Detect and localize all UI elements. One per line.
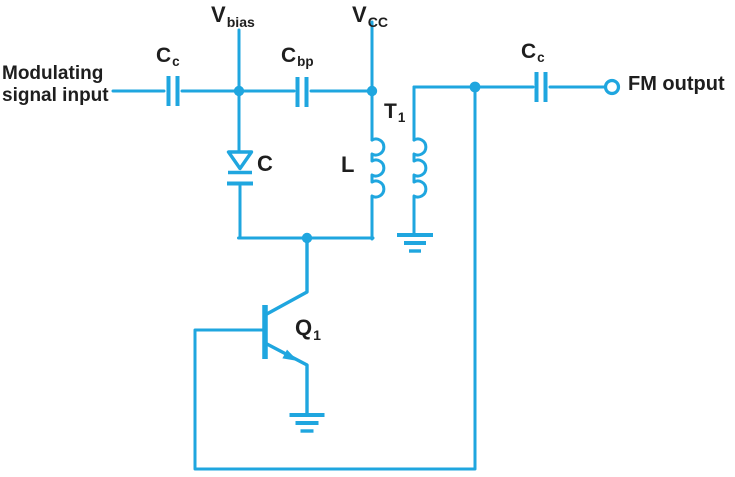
transistor-label: Q1 [295,315,321,343]
varactor-diode [226,150,254,240]
vcc-label: VCC [352,2,389,30]
transistor-q1 [262,236,309,415]
cc-input-label: Cc [156,44,180,70]
cc-output-label: Cc [521,40,545,66]
junction-vcc [366,85,378,97]
coupling-capacitor-input [166,76,180,106]
junction-collector [301,232,313,244]
coupling-capacitor-output [534,72,548,102]
feedback-loop-wire [193,85,477,471]
ground-transformer [397,233,433,253]
inductor-label: L [341,152,355,177]
transformer-primary-coil [370,137,386,241]
fm-output-label: FM output [628,73,725,95]
junction-vbias [233,85,245,97]
ground-emitter [289,413,325,433]
fm-output-terminal [603,78,621,96]
transformer-secondary-coil [412,85,428,235]
input-label-line2: signal input [2,84,109,106]
input-label-line1: Modulating [2,63,104,84]
emitter-arrow [282,349,298,361]
junction-output [469,81,481,93]
bypass-capacitor [295,77,309,107]
cbp-label: Cbp [281,44,314,70]
transformer-label: T1 [384,100,406,126]
input-label: Modulating signal input [2,63,109,107]
vbias-label: Vbias [211,2,255,30]
varactor-label: C [257,151,273,176]
